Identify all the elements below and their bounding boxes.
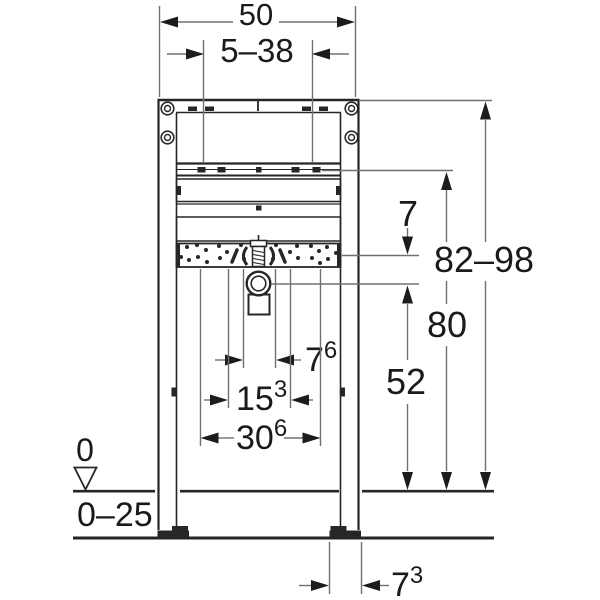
arrowhead-left-icon [160,16,178,28]
dim-label-fixing-width: 306 [236,415,287,457]
screw-hole-icon [160,101,175,116]
dim-label-top-offset: 7 [398,193,418,234]
arrowhead-up-icon [402,285,413,304]
screw-hole-icon [344,101,359,116]
leg-clip [340,387,345,397]
arrowhead-right-icon [337,16,355,28]
plate-slots [230,246,287,266]
crossbar-tab [302,106,311,111]
rail-clip [217,167,226,173]
floor-lines [73,466,494,540]
screw-hole-inner [163,104,172,113]
dim-rail-height: 80 [322,169,467,490]
screw-hole-inner [347,133,356,142]
dim-top-offset: 7 [342,193,419,257]
screw-holes [160,101,359,145]
arrowhead-right-icon [210,394,228,406]
dim-label-floor-zero: 0 [76,432,94,468]
wing-bracket [242,246,249,266]
dim-label-rail-height: 80 [427,304,467,345]
drain-elbow [245,270,272,297]
plate-end-bracket [176,244,180,267]
tap-rail [176,162,341,177]
dim-label-frame-width: 50 [239,0,273,32]
mounting-frame [157,98,361,538]
dim-label-drain-offset: 76 [305,337,337,379]
panel-center-clip [256,205,262,211]
arrowhead-right-icon [225,354,243,366]
crossbar-tab [205,106,214,111]
dim-label-foot-width: 73 [391,562,423,600]
dim-drain-center-height: 52 [271,283,426,490]
dim-fixing-width: 306 [199,269,322,457]
dim-label-fixing-distance: 153 [236,376,287,418]
leg-clip [171,387,177,397]
drain-elbow-inner [250,275,267,292]
level-symbol-icon [73,466,98,492]
mounting-plate [175,235,342,268]
crossbar-tab [319,106,328,111]
rail-clip [312,167,321,173]
top-crossbar [157,98,360,114]
dim-frame-width: 50 [158,0,357,97]
dimensions: 50 5–38 7 82–98 [76,0,534,600]
arrowhead-left-icon [276,354,294,366]
crossbar-tab [188,106,197,111]
right-foot [329,526,361,538]
screw-hole-inner [163,133,172,142]
arrowhead-down-icon [402,472,413,490]
arrowhead-up-icon [441,172,452,190]
upper-panel [175,178,342,211]
dim-label-height-range: 82–98 [434,239,534,280]
dim-tap-connection-range: 5–38 [167,32,349,163]
arrowhead-right-icon [302,432,321,444]
arrowhead-left-icon [362,580,380,591]
drain-socket [247,293,271,316]
drain-elbow-outer [245,270,272,297]
screw-hole-icon [160,130,175,145]
dim-frame-height-range: 82–98 [360,99,534,490]
panel-side-tab [336,186,341,195]
left-foot [157,526,189,538]
dim-label-drain-height: 52 [386,361,426,402]
upper-panel-body [175,178,342,203]
dim-floor-levels: 0 0–25 [76,432,153,534]
arrowhead-left-icon [200,432,219,444]
arrowhead-down-icon [441,472,452,490]
dim-drain-offset: 76 [215,269,337,379]
dim-foot-width: 73 [299,542,423,600]
rail-clip [197,167,206,173]
screw-hole-inner [347,104,356,113]
dim-fixing-distance: 153 [204,269,313,418]
screw-hole-icon [344,130,359,145]
arrowhead-down-icon [480,472,491,490]
arrowhead-down-icon [402,236,413,255]
dim-label-tap-range: 5–38 [220,32,293,69]
panel-side-tab [176,186,181,195]
arrowhead-right-icon [186,48,204,60]
wing-bracket [268,246,275,266]
water-supply-fitting [249,235,268,268]
dim-label-floor-range: 0–25 [77,496,153,534]
arrowhead-left-icon [291,394,309,406]
arrowhead-left-icon [312,48,330,60]
rail-clip [256,167,262,173]
rail-clip [291,167,300,173]
arrowhead-up-icon [480,101,491,120]
arrowhead-right-icon [311,580,329,591]
plate-end-bracket [337,244,341,267]
